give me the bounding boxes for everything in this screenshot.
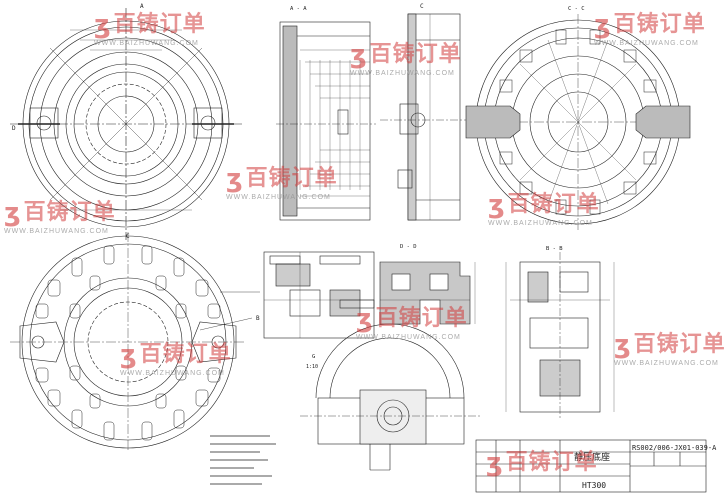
view-title-b-b: B - B [546, 246, 563, 252]
view-title-d-d: D - D [400, 244, 417, 250]
view-title-g: G [312, 354, 315, 360]
part-name: 静压底座 [574, 451, 610, 463]
base-plan-view [10, 232, 260, 452]
label-b: B [256, 315, 260, 322]
section-c-c [465, 14, 691, 230]
label-a-top: A [140, 3, 144, 10]
title-block-frame [475, 439, 707, 493]
technical-notes [210, 435, 276, 485]
detail-section-left [263, 251, 375, 339]
section-d-d [379, 261, 476, 325]
plan-view-top [10, 8, 242, 240]
view-title-a-a: A - A [290, 6, 307, 12]
section-b-b [505, 252, 615, 420]
view-title-c-c: C - C [568, 6, 585, 12]
material: HT300 [582, 481, 606, 490]
engineering-drawing: A D C A - A [10, 3, 717, 493]
drawing-number: RS002/006-JX01-039-A [632, 444, 717, 452]
section-a-a [276, 21, 376, 221]
label-d-left: D [12, 125, 16, 132]
drawing-sheet: A D C A - A [10, 3, 717, 493]
detail-g [300, 323, 480, 471]
view-scale-g: 1:10 [306, 364, 318, 370]
side-section [380, 13, 483, 221]
label-c-top: C [420, 3, 424, 10]
